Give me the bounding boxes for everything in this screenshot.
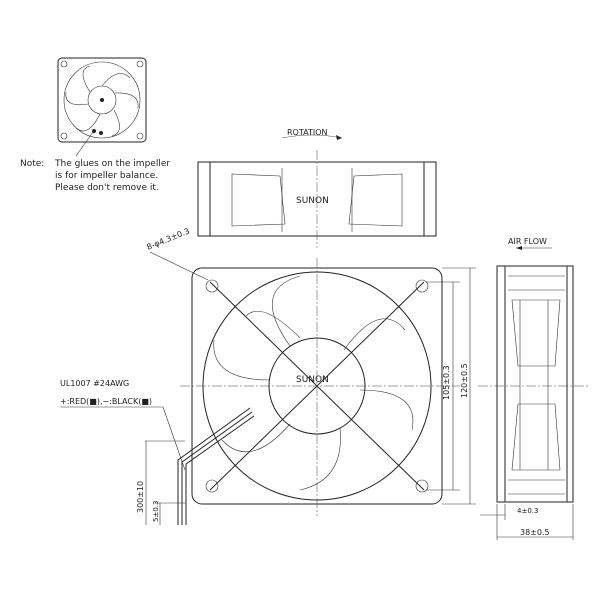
- frame-size-dimension: 120±0.5: [460, 363, 469, 398]
- side-view: AIR FLOW 4±0.3 38±0.5: [478, 237, 590, 540]
- small-fan-view: [57, 57, 147, 157]
- rotation-label: ROTATION: [287, 128, 328, 137]
- wire-leads: UL1007 #24AWG +:RED(■),−:BLACK(■) 300±10…: [60, 379, 255, 525]
- note-line: is for impeller balance.: [55, 171, 158, 181]
- note-line: The glues on the impeller: [54, 159, 170, 169]
- wire-polarity: +:RED(■),−:BLACK(■): [60, 397, 152, 406]
- depth-dimension: 38±0.5: [520, 528, 550, 537]
- wire-spec: UL1007 #24AWG: [60, 379, 129, 388]
- hole-pitch-dimension: 105±0.3: [442, 365, 451, 400]
- note-line: Please don't remove it.: [55, 183, 159, 193]
- top-view: ROTATION SUNON: [197, 128, 437, 248]
- note-label: Note:: [20, 159, 44, 169]
- airflow-label: AIR FLOW: [508, 237, 547, 246]
- holes-dimension: 8-φ4.3±0.3: [145, 227, 190, 252]
- brand-label-top: SUNON: [296, 196, 329, 206]
- flange-dimension: 4±0.3: [517, 507, 538, 515]
- strip-length-dimension: 5±0.3: [152, 501, 160, 522]
- front-view: SUNON 8-φ4.3±0.3 105±0.3 120±0.5: [145, 227, 476, 516]
- brand-label-front: SUNON: [296, 375, 329, 385]
- note: Note: The glues on the impeller is for i…: [20, 159, 170, 193]
- wire-length-dimension: 300±10: [136, 481, 145, 513]
